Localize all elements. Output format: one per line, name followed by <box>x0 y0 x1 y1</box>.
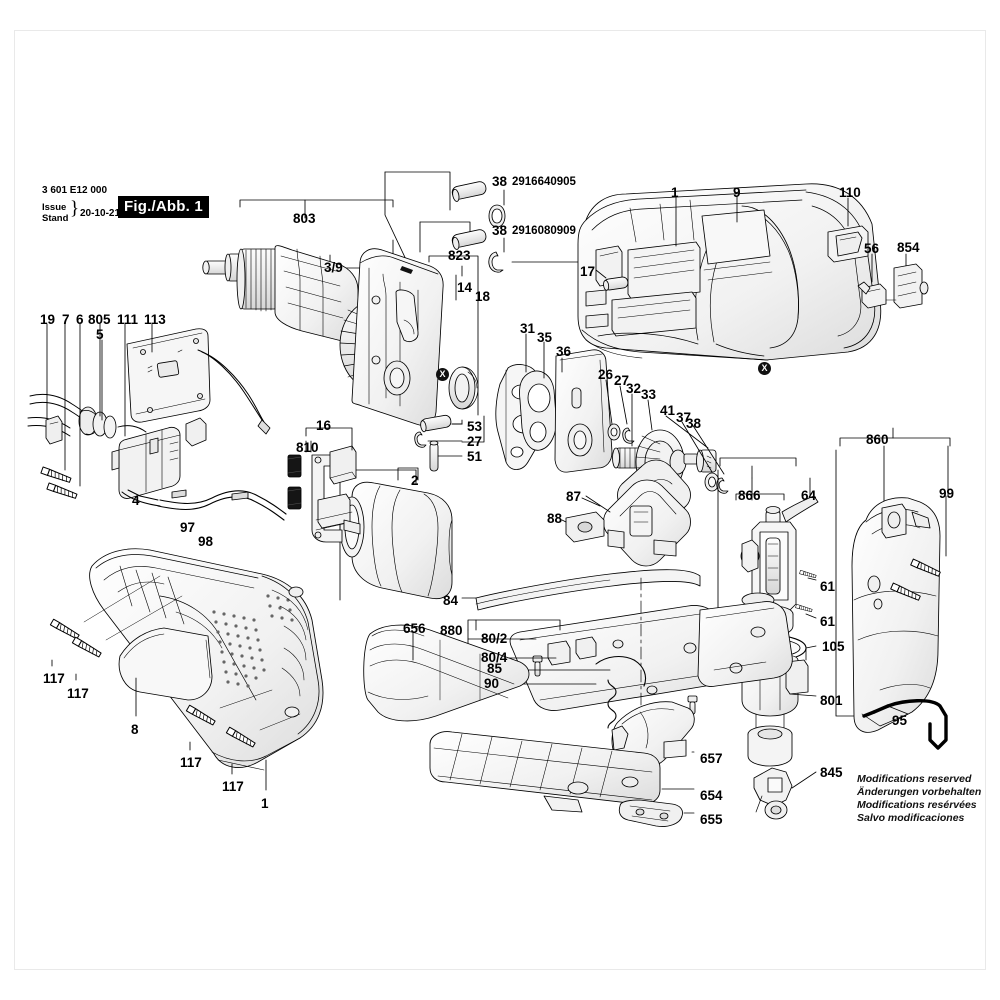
part-callout-803: 803 <box>293 211 316 226</box>
part-callout-19: 19 <box>40 312 56 327</box>
part-callout-14: 14 <box>457 280 473 295</box>
part-callout-38: 38 <box>492 223 508 238</box>
part-callout-64: 64 <box>801 488 817 503</box>
footer-note-de: Änderungen vorbehalten <box>857 786 982 798</box>
part-callout-805: 805 <box>88 312 111 327</box>
part-callout-97: 97 <box>180 520 196 535</box>
part-callout-88: 88 <box>547 511 563 526</box>
part-callout-9: 9 <box>733 185 741 200</box>
part-callout-31: 31 <box>520 321 536 336</box>
part-callout-117: 117 <box>43 671 65 686</box>
part-callout-95: 95 <box>892 713 908 728</box>
part-callout-117: 117 <box>67 686 89 701</box>
footer-note-es: Salvo modificaciones <box>857 812 965 824</box>
part-callout-87: 87 <box>566 489 582 504</box>
x-reference-marker-left: X <box>436 368 449 381</box>
part-callout-801: 801 <box>820 693 843 708</box>
part-callout-33: 33 <box>641 387 657 402</box>
part-callout-1: 1 <box>261 796 269 811</box>
footer-note-fr: Modifications resérvées <box>857 799 977 811</box>
part-callout-3-9: 3/9 <box>324 260 343 275</box>
part-callout-7: 7 <box>62 312 70 327</box>
part-callout-61: 61 <box>820 579 836 594</box>
part-callout-880: 880 <box>440 623 463 638</box>
part-callout-99: 99 <box>939 486 955 501</box>
part-callout-84: 84 <box>443 593 459 608</box>
part-callout-61: 61 <box>820 614 836 629</box>
issue-label: Issue <box>42 202 67 213</box>
part-callout-90: 90 <box>484 676 500 691</box>
part-callout-5: 5 <box>96 327 104 342</box>
footer-note-en: Modifications reserved <box>857 773 972 785</box>
part-callout-810: 810 <box>296 440 319 455</box>
part-callout-2916080909: 2916080909 <box>512 225 576 237</box>
part-callout-117: 117 <box>180 755 202 770</box>
part-callout-53: 53 <box>467 419 483 434</box>
part-callout-98: 98 <box>198 534 214 549</box>
part-callout-37: 37 <box>676 410 692 425</box>
part-callout-113: 113 <box>144 312 166 327</box>
part-callout-80-4: 80/4 <box>481 650 508 665</box>
part-callout-26: 26 <box>598 367 614 382</box>
part-callout-35: 35 <box>537 330 553 345</box>
part-number-text: 3 601 E12 000 <box>42 185 108 196</box>
part-callout-654: 654 <box>700 788 723 803</box>
part-callout-17: 17 <box>580 264 596 279</box>
part-callout-51: 51 <box>467 449 483 464</box>
part-callout-27: 27 <box>614 373 630 388</box>
part-callout-41: 41 <box>660 403 676 418</box>
figure-badge: Fig./Abb. 1 <box>118 196 209 218</box>
part-callout-80-2: 80/2 <box>481 631 508 646</box>
part-callout-860: 860 <box>866 432 889 447</box>
part-callout-117: 117 <box>222 779 244 794</box>
part-callout-1: 1 <box>671 185 679 200</box>
part-callout-18: 18 <box>475 289 491 304</box>
part-callout-6: 6 <box>76 312 84 327</box>
issue-brace: } <box>70 198 80 219</box>
part-callout-823: 823 <box>448 248 471 263</box>
sheet-border <box>14 30 986 970</box>
part-callout-2916640905: 2916640905 <box>512 176 576 188</box>
part-callout-16: 16 <box>316 418 332 433</box>
part-callout-845: 845 <box>820 765 843 780</box>
part-callout-8: 8 <box>131 722 139 737</box>
part-callout-657: 657 <box>700 751 723 766</box>
part-callout-2: 2 <box>411 473 419 488</box>
part-callout-866: 866 <box>738 488 761 503</box>
stand-label: Stand <box>42 213 69 224</box>
x-reference-marker-right: X <box>758 362 771 375</box>
part-callout-110: 110 <box>839 185 861 200</box>
part-callout-56: 56 <box>864 241 880 256</box>
part-callout-38: 38 <box>686 416 702 431</box>
part-callout-27: 27 <box>467 434 483 449</box>
part-callout-36: 36 <box>556 344 572 359</box>
part-callout-85: 85 <box>487 661 503 676</box>
part-callout-4: 4 <box>132 493 140 508</box>
part-callout-656: 656 <box>403 621 426 636</box>
part-callout-38: 38 <box>492 174 508 189</box>
part-callout-111: 111 <box>117 312 139 327</box>
part-callout-105: 105 <box>822 639 845 654</box>
part-callout-32: 32 <box>626 381 642 396</box>
part-callout-854: 854 <box>897 240 920 255</box>
issue-date: 20-10-21 <box>80 208 121 219</box>
part-callout-655: 655 <box>700 812 723 827</box>
